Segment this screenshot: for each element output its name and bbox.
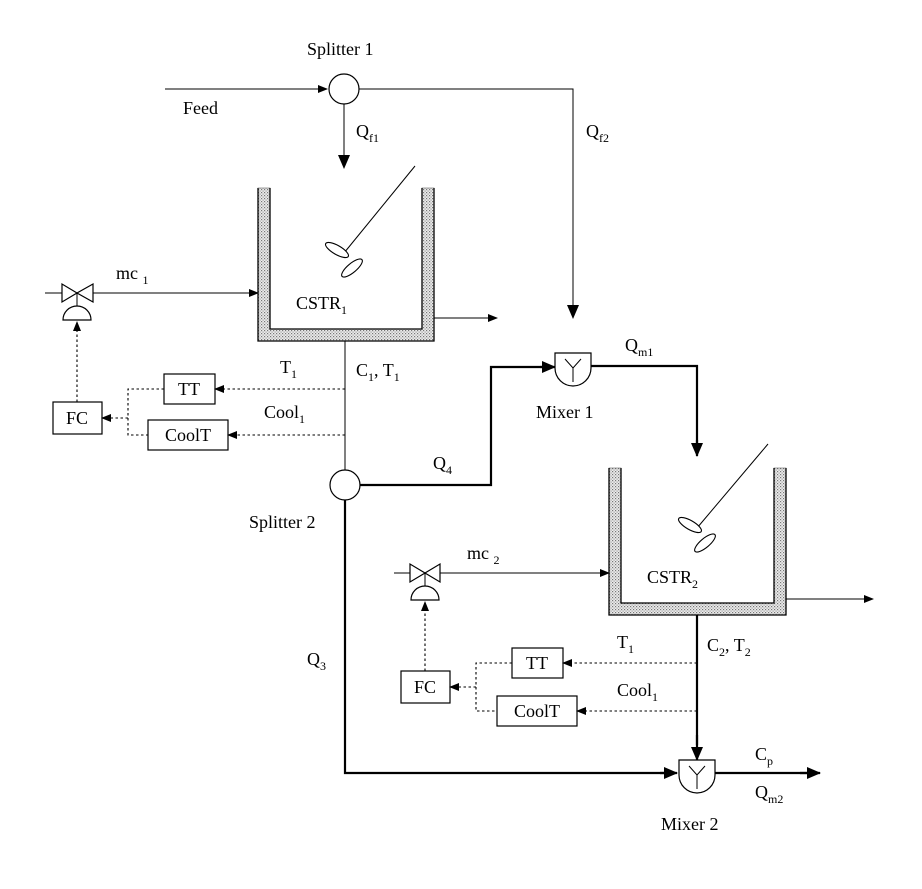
mixer-1-label: Mixer 1 bbox=[536, 402, 594, 422]
mixer-2-label: Mixer 2 bbox=[661, 814, 719, 834]
product-stream: Cp Qm2 bbox=[715, 744, 821, 806]
control-valve-1 bbox=[61, 282, 94, 321]
stream-qf2: Qf2 bbox=[359, 88, 609, 319]
control-valve-2 bbox=[409, 562, 441, 601]
coolt-2-label: CoolT bbox=[514, 701, 560, 721]
qm2-label: Qm2 bbox=[755, 782, 783, 806]
cstr-2-label: CSTR2 bbox=[647, 567, 698, 591]
control-loop-1: TT CoolT FC T1 Cool1 bbox=[52, 321, 345, 451]
cstr-2-agitator bbox=[677, 443, 769, 553]
c1-t1-label: C1, T1 bbox=[356, 360, 400, 384]
control-loop-2: TT CoolT FC T1 Cool1 bbox=[400, 601, 697, 727]
mc2-label: mc 2 bbox=[467, 543, 500, 567]
feed-stream: Feed bbox=[165, 85, 328, 118]
t1-top-label: T1 bbox=[280, 357, 297, 381]
qm1-label: Qm1 bbox=[625, 335, 653, 359]
coolt-2 bbox=[496, 695, 578, 727]
coolant-line-2: mc 2 bbox=[394, 543, 610, 577]
cstr-1-agitator bbox=[324, 165, 416, 278]
coolt-1-label: CoolT bbox=[165, 425, 211, 445]
tt-2-label: TT bbox=[526, 653, 548, 673]
fc-1-label: FC bbox=[66, 408, 88, 428]
stream-qm1: Qm1 bbox=[591, 335, 703, 457]
cool1-bottom-label: Cool1 bbox=[617, 680, 658, 704]
tt-1-label: TT bbox=[178, 379, 200, 399]
q3-label: Q3 bbox=[307, 649, 326, 673]
cstr-2-vessel bbox=[608, 467, 787, 616]
stream-q3: Q3 bbox=[307, 500, 678, 779]
qf2-label: Qf2 bbox=[586, 121, 609, 145]
splitter-2 bbox=[329, 469, 361, 501]
feed-label: Feed bbox=[183, 98, 218, 118]
fc-2-label: FC bbox=[414, 677, 436, 697]
stream-qf1: Qf1 bbox=[338, 104, 379, 169]
stream-q4: Q4 bbox=[360, 361, 556, 487]
cp-label: Cp bbox=[755, 744, 773, 768]
cstr-1-label: CSTR1 bbox=[296, 293, 347, 317]
mixer-1 bbox=[554, 352, 592, 387]
mixer-2 bbox=[678, 759, 716, 794]
t1-bottom-label: T1 bbox=[617, 632, 634, 656]
splitter-2-label: Splitter 2 bbox=[249, 512, 316, 532]
c2-t2-label: C2, T2 bbox=[707, 635, 751, 659]
splitter-1-label: Splitter 1 bbox=[307, 39, 374, 59]
splitter-1 bbox=[328, 73, 360, 105]
cstr-1-vessel bbox=[257, 187, 435, 342]
q4-label: Q4 bbox=[433, 453, 452, 477]
coolt-1 bbox=[147, 419, 229, 451]
mc1-label: mc 1 bbox=[116, 263, 149, 287]
qf1-label: Qf1 bbox=[356, 121, 379, 145]
cool1-top-label: Cool1 bbox=[264, 402, 305, 426]
coolant-line-1: mc 1 bbox=[45, 263, 259, 297]
